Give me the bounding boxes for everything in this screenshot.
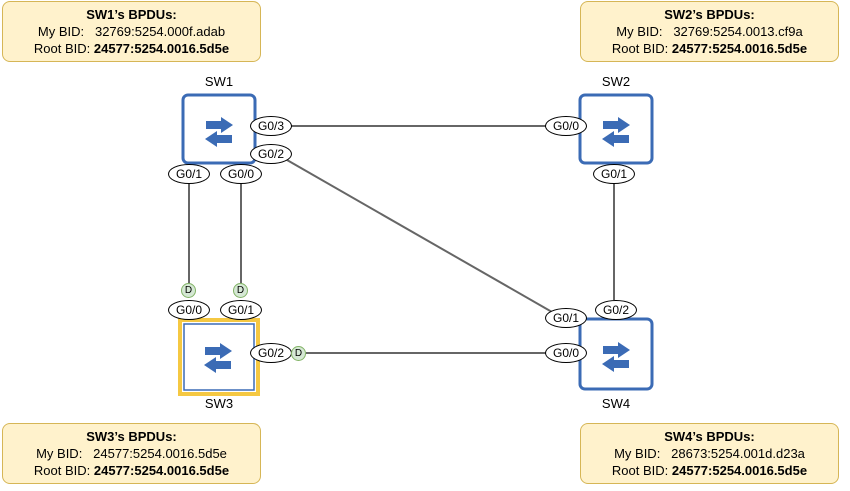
port-sw3-g00[interactable]: G0/0 [168,300,210,320]
my-bid-value: 28673:5254.001d.d23a [671,446,805,461]
bpdu-box-sw1: SW1’s BPDUs: My BID: 32769:5254.000f.ada… [2,1,261,62]
bpdu-title: SW2’s BPDUs: [664,7,755,22]
my-bid-label: My BID: [37,24,85,39]
root-bid-line: Root BID: 24577:5254.0016.5d5e [581,40,838,57]
designated-marker-sw3-g01: D [233,283,248,298]
root-bid-value: 24577:5254.0016.5d5e [671,463,808,478]
switch-sw2[interactable] [578,93,654,165]
switch-sw3[interactable] [178,318,260,396]
port-sw1-g01[interactable]: G0/1 [168,164,210,184]
root-bid-label: Root BID: [33,41,91,56]
bpdu-box-sw4: SW4’s BPDUs: My BID: 28673:5254.001d.d23… [580,423,839,484]
switch-label-sw3: SW3 [204,396,234,411]
link-sw1-sw4 [286,159,553,313]
bpdu-box-sw3: SW3’s BPDUs: My BID: 24577:5254.0016.5d5… [2,423,261,484]
bpdu-title: SW3’s BPDUs: [86,429,177,444]
port-sw2-g01[interactable]: G0/1 [593,164,635,184]
my-bid-value: 32769:5254.000f.adab [94,24,226,39]
switch-sw4[interactable] [578,317,654,391]
switch-label-sw1: SW1 [204,74,234,89]
my-bid-line: My BID: 28673:5254.001d.d23a [581,445,838,462]
port-sw3-g02[interactable]: G0/2 [250,343,292,363]
my-bid-value: 32769:5254.0013.cf9a [673,24,803,39]
root-bid-value: 24577:5254.0016.5d5e [93,41,230,56]
switch-arrows-icon [602,117,630,147]
my-bid-line: My BID: 32769:5254.000f.adab [3,23,260,40]
port-sw1-g00[interactable]: G0/0 [220,164,262,184]
bpdu-box-sw2: SW2’s BPDUs: My BID: 32769:5254.0013.cf9… [580,1,839,62]
bpdu-title: SW1’s BPDUs: [86,7,177,22]
root-bid-line: Root BID: 24577:5254.0016.5d5e [3,40,260,57]
my-bid-line: My BID: 32769:5254.0013.cf9a [581,23,838,40]
my-bid-value: 24577:5254.0016.5d5e [93,446,227,461]
switch-arrows-icon [602,342,630,372]
root-bid-line: Root BID: 24577:5254.0016.5d5e [3,462,260,479]
root-bid-label: Root BID: [33,463,91,478]
switch-sw1[interactable] [181,93,257,165]
switch-label-sw2: SW2 [601,74,631,89]
root-bid-label: Root BID: [611,463,669,478]
root-bid-value: 24577:5254.0016.5d5e [671,41,808,56]
port-sw3-g01[interactable]: G0/1 [220,300,262,320]
my-bid-label: My BID: [36,446,83,461]
root-bid-line: Root BID: 24577:5254.0016.5d5e [581,462,838,479]
my-bid-line: My BID: 24577:5254.0016.5d5e [3,445,260,462]
port-sw4-g02[interactable]: G0/2 [595,300,637,320]
my-bid-label: My BID: [616,24,663,39]
designated-marker-sw3-g02: D [291,346,306,361]
switch-arrows-icon [205,117,233,147]
root-bid-value: 24577:5254.0016.5d5e [93,463,230,478]
port-sw2-g00[interactable]: G0/0 [545,116,587,136]
root-bid-label: Root BID: [611,41,669,56]
port-sw1-g02[interactable]: G0/2 [250,144,292,164]
switch-label-sw4: SW4 [601,396,631,411]
my-bid-label: My BID: [614,446,661,461]
port-sw1-g03[interactable]: G0/3 [250,116,292,136]
designated-marker-sw3-g00: D [181,283,196,298]
switch-arrows-icon [204,343,232,373]
port-sw4-g01[interactable]: G0/1 [545,308,587,328]
port-sw4-g00[interactable]: G0/0 [545,343,587,363]
bpdu-title: SW4’s BPDUs: [664,429,755,444]
